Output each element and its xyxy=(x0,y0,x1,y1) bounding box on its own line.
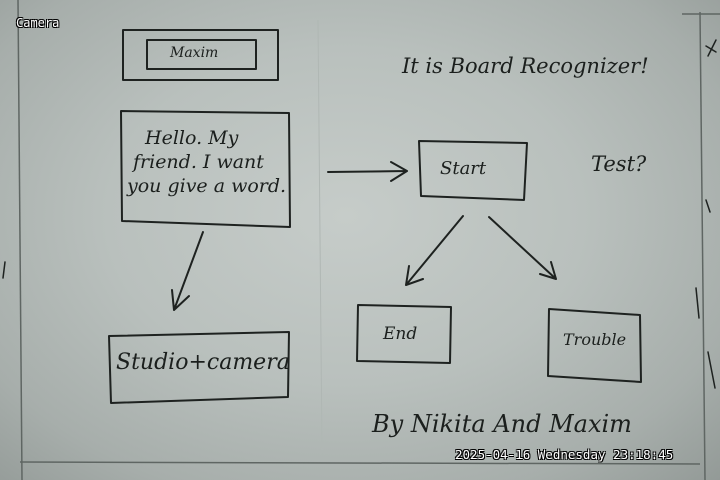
arrow-start-to-trouble xyxy=(488,216,557,280)
stray-mark-left xyxy=(2,261,6,279)
stray-mark-right-top xyxy=(705,39,717,57)
trouble-text: Trouble xyxy=(563,330,627,349)
note-line-2: friend. I want xyxy=(133,151,264,173)
arrow-note-to-studio xyxy=(171,231,204,311)
timestamp-overlay: 2025-04-16 Wednesday 23:18:45 xyxy=(455,447,674,462)
note-line-3: you give a word. xyxy=(127,175,287,197)
camera-label: Camera xyxy=(16,16,60,30)
board-left-edge xyxy=(17,0,23,480)
start-box xyxy=(418,140,528,201)
board-right-edge xyxy=(699,11,706,480)
note-line-1: Hello. My xyxy=(145,127,239,149)
arrow-to-start xyxy=(327,161,408,182)
trouble-box xyxy=(547,308,642,383)
end-box xyxy=(356,304,452,364)
arrow-start-to-end xyxy=(405,215,464,286)
maxim-outer-box xyxy=(122,29,279,81)
note-text: Hello. My friend. I want you give a word… xyxy=(127,126,286,198)
board-bottom-edge xyxy=(19,461,701,465)
note-box xyxy=(120,110,291,228)
end-text: End xyxy=(383,324,418,344)
test-text: Test? xyxy=(591,152,647,176)
board-seam xyxy=(317,19,323,451)
studio-box xyxy=(108,331,290,404)
stray-mark-right xyxy=(695,199,716,389)
maxim-text: Maxim xyxy=(170,45,219,61)
maxim-inner-box xyxy=(146,39,257,70)
studio-text: Studio+camera xyxy=(116,350,290,375)
signature-text: By Nikita And Maxim xyxy=(372,410,632,438)
board-heading: It is Board Recognizer! xyxy=(402,54,649,78)
start-text: Start xyxy=(440,158,487,179)
